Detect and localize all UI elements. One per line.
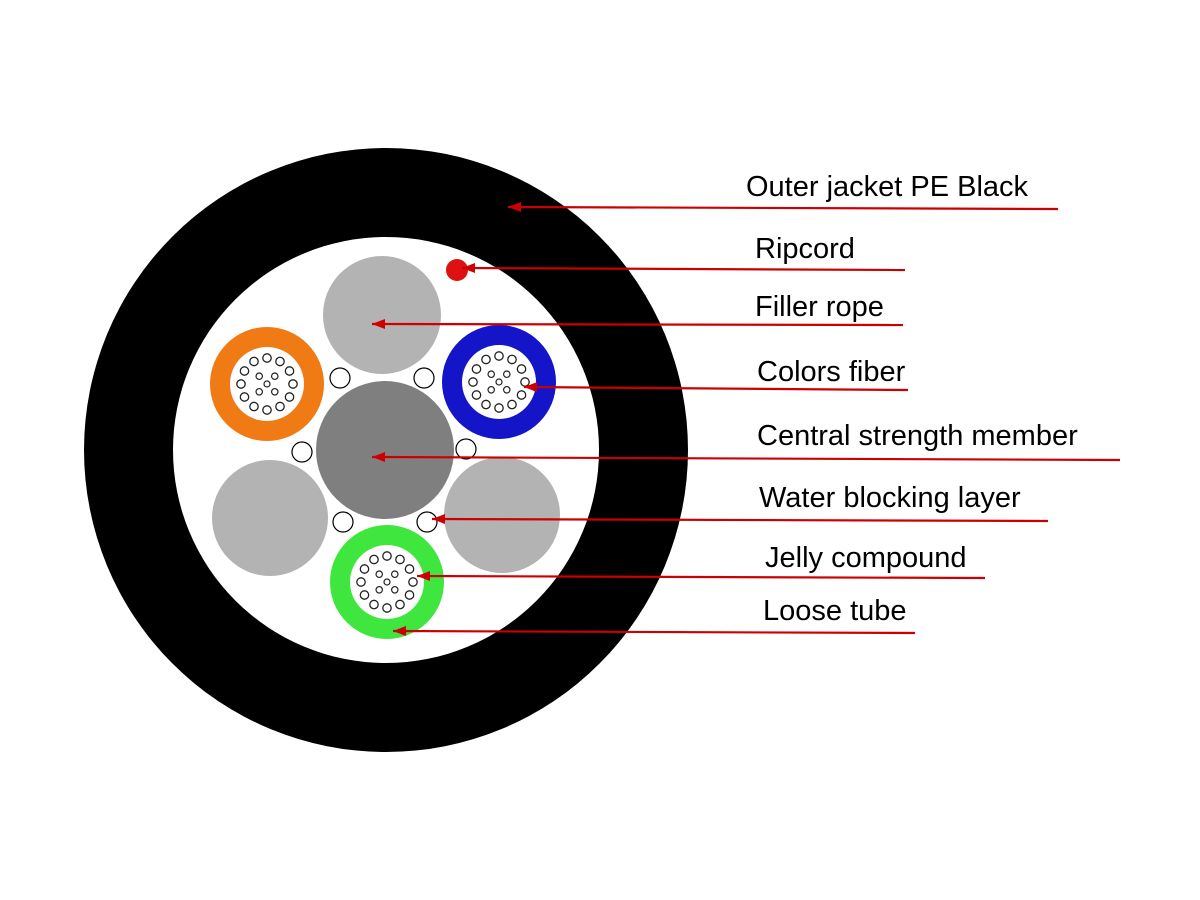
fiber: [471, 390, 482, 400]
fiber: [507, 354, 517, 365]
fiber: [239, 392, 250, 402]
water-blocking-element: [416, 511, 438, 533]
arrowhead: [393, 626, 407, 637]
label-loose-tube: Loose tube: [763, 595, 907, 627]
water-blocking-element: [413, 367, 435, 389]
water-blocking-element: [332, 511, 354, 533]
water-blocking-element: [455, 438, 477, 460]
label-colors-fiber: Colors fiber: [757, 356, 906, 388]
fiber: [520, 377, 530, 387]
loose-tube-blue: [442, 325, 556, 439]
arrowhead: [372, 452, 386, 463]
arrowhead: [462, 263, 476, 274]
fiber: [275, 401, 285, 412]
loose-tube-orange: [210, 327, 324, 441]
loose-tube-green: [330, 525, 444, 639]
label-filler-rope: Filler rope: [755, 291, 884, 323]
filler-rope: [212, 460, 328, 576]
fiber: [494, 403, 504, 413]
fiber: [516, 364, 527, 374]
fiber: [239, 366, 250, 376]
filler-rope: [444, 457, 560, 573]
fiber: [382, 603, 392, 613]
leader-jelly-compound: [416, 571, 986, 582]
fiber: [487, 385, 496, 394]
fiber: [369, 554, 379, 565]
fiber: [262, 353, 272, 363]
leader-water-blocking-layer: [431, 514, 1049, 525]
fiber: [249, 356, 259, 367]
fiber: [471, 364, 482, 374]
central-strength-member: [316, 381, 454, 519]
fiber: [288, 379, 298, 389]
arrowhead: [417, 571, 431, 582]
leader-lines: [371, 202, 1121, 637]
label-outer-jacket: Outer jacket PE Black: [746, 171, 1029, 203]
fiber: [404, 564, 415, 574]
leader-filler-rope: [371, 319, 904, 330]
arrowhead: [432, 514, 446, 525]
fiber: [375, 570, 384, 579]
fiber: [395, 554, 405, 565]
fiber: [502, 385, 511, 394]
fiber: [369, 599, 379, 610]
fiber: [487, 370, 496, 379]
arrowhead: [524, 382, 538, 393]
label-water-blocking-layer: Water blocking layer: [759, 482, 1021, 514]
fiber: [356, 577, 366, 587]
label-central-strength-member: Central strength member: [757, 420, 1078, 452]
water-blocking-element: [329, 367, 351, 389]
fiber: [255, 372, 264, 381]
fiber: [408, 577, 418, 587]
fiber: [507, 399, 517, 410]
fiber: [395, 599, 405, 610]
fiber: [390, 585, 399, 594]
label-ripcord: Ripcord: [755, 233, 855, 265]
fiber: [481, 399, 491, 410]
arrowhead: [508, 202, 522, 213]
fiber: [382, 551, 392, 561]
fiber: [404, 590, 415, 600]
leader-outer-jacket: [507, 202, 1059, 213]
fiber: [481, 354, 491, 365]
fiber: [502, 370, 511, 379]
fiber: [375, 585, 384, 594]
fiber: [270, 372, 279, 381]
fiber: [275, 356, 285, 367]
arrowhead: [372, 319, 386, 330]
label-jelly-compound: Jelly compound: [765, 542, 967, 574]
fiber: [516, 390, 527, 400]
fiber: [284, 392, 295, 402]
fiber: [494, 351, 504, 361]
water-blocking-element: [291, 441, 313, 463]
fiber: [255, 387, 264, 396]
fiber: [359, 564, 370, 574]
fiber: [390, 570, 399, 579]
fiber: [236, 379, 246, 389]
water-blocking-elements: [291, 367, 477, 533]
fiber: [249, 401, 259, 412]
fiber: [383, 578, 391, 586]
fiber: [263, 380, 271, 388]
fiber: [262, 405, 272, 415]
fiber: [468, 377, 478, 387]
fiber: [284, 366, 295, 376]
filler-rope: [323, 256, 441, 374]
fiber: [359, 590, 370, 600]
ripcord: [446, 259, 468, 281]
fiber: [495, 378, 503, 386]
leader-central-strength-member: [371, 452, 1121, 463]
leader-loose-tube: [392, 626, 916, 637]
leader-colors-fiber: [523, 382, 909, 393]
leader-ripcord: [461, 263, 906, 274]
fiber: [270, 387, 279, 396]
